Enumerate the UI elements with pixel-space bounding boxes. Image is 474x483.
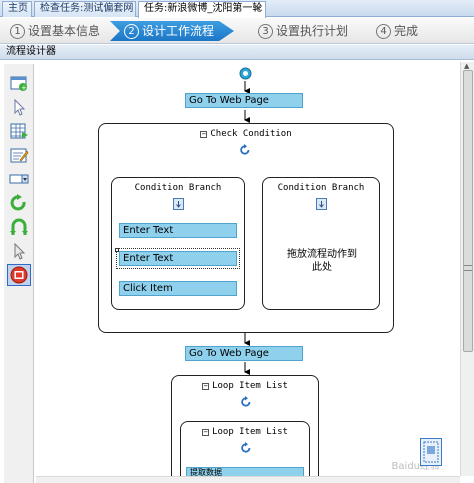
tab-home[interactable]: 主页 bbox=[2, 1, 32, 17]
extract-data-step[interactable]: 提取数据 bbox=[186, 467, 304, 476]
loop-title: −Loop Item List bbox=[172, 381, 318, 391]
tab-bar: 主页 检查任务:测试偏套网 任务:新浪微博_沈阳第一轮 × bbox=[0, 0, 474, 18]
loop-label: Loop Item List bbox=[212, 381, 288, 391]
collapse-icon[interactable]: − bbox=[200, 130, 208, 138]
go-to-web-page-step[interactable]: Go To Web Page bbox=[185, 93, 303, 108]
collapse-icon[interactable]: − bbox=[202, 382, 210, 390]
go-to-web-page-step[interactable]: Go To Web Page bbox=[185, 346, 303, 361]
click-item-step[interactable]: Click Item bbox=[119, 281, 237, 296]
svg-text:+: + bbox=[21, 84, 27, 92]
step-label: Go To Web Page bbox=[189, 348, 269, 359]
check-condition-label: Check Condition bbox=[210, 129, 292, 139]
extract-data-icon[interactable] bbox=[7, 120, 31, 142]
loop-icon[interactable] bbox=[7, 192, 31, 214]
drop-actions-hint: 拖放流程动作到 此处 bbox=[282, 248, 362, 274]
step-number: 3 bbox=[258, 24, 273, 39]
tab-close-icon[interactable]: × bbox=[253, 3, 262, 14]
drop-hint-line: 此处 bbox=[312, 262, 332, 273]
condition-icon[interactable] bbox=[7, 216, 31, 238]
step-number: 2 bbox=[124, 24, 139, 39]
enter-text-step[interactable]: Enter Text bbox=[119, 223, 237, 238]
step-label: Go To Web Page bbox=[189, 95, 269, 106]
flow-canvas[interactable]: Go To Web Page −Check Condition Conditio… bbox=[36, 62, 460, 476]
scroll-grip-icon bbox=[464, 265, 472, 271]
step-label: 设计工作流程 bbox=[142, 24, 215, 38]
tab-current-task-label: 任务:新浪微博_沈阳第一轮 bbox=[144, 3, 263, 14]
drop-hint-line: 拖放流程动作到 bbox=[287, 249, 357, 260]
toolbox: + bbox=[4, 64, 34, 483]
selection-handle[interactable] bbox=[115, 248, 119, 252]
enter-text-step-selected[interactable]: Enter Text bbox=[116, 248, 240, 269]
branch-condition-icon bbox=[316, 198, 327, 210]
step-label: 设置执行计划 bbox=[276, 24, 349, 38]
mouse-hover-icon[interactable] bbox=[7, 240, 31, 262]
step-label: Enter Text bbox=[123, 253, 174, 264]
navigator-icon bbox=[423, 441, 439, 463]
loop-item-list-inner-block[interactable]: −Loop Item List bbox=[180, 421, 310, 476]
branch-condition-icon bbox=[173, 198, 184, 210]
scroll-up-icon[interactable]: ▲ bbox=[464, 62, 470, 70]
horizontal-scrollbar[interactable] bbox=[36, 476, 460, 483]
panel-title: 流程设计器 bbox=[0, 45, 474, 60]
step-number: 4 bbox=[376, 24, 391, 39]
step-label: 设置基本信息 bbox=[28, 24, 101, 38]
pan-navigator[interactable] bbox=[420, 438, 442, 466]
branch-title: Condition Branch bbox=[277, 183, 365, 193]
refresh-icon bbox=[241, 396, 251, 407]
tab-current-task[interactable]: 任务:新浪微博_沈阳第一轮 × bbox=[138, 1, 266, 18]
select-dropdown-icon[interactable] bbox=[7, 168, 31, 190]
branch-title: Condition Branch bbox=[134, 183, 222, 193]
open-page-icon[interactable]: + bbox=[7, 72, 31, 94]
step-number: 1 bbox=[10, 24, 25, 39]
tab-check-task-label: 检查任务:测试偏套网 bbox=[40, 3, 134, 14]
step-label: 完成 bbox=[394, 24, 419, 38]
step-label: Enter Text bbox=[123, 225, 174, 236]
tab-check-task[interactable]: 检查任务:测试偏套网 bbox=[34, 1, 136, 17]
watermark-logo: Baidu经验 bbox=[391, 461, 440, 472]
click-pointer-icon[interactable] bbox=[7, 96, 31, 118]
collapse-icon[interactable]: − bbox=[202, 428, 210, 436]
check-condition-title: −Check Condition bbox=[99, 129, 393, 139]
scroll-thumb[interactable] bbox=[463, 70, 473, 352]
refresh-icon bbox=[240, 144, 250, 155]
step-label: 提取数据 bbox=[190, 468, 222, 476]
step-label: Click Item bbox=[123, 283, 173, 294]
start-node-icon bbox=[239, 67, 252, 80]
refresh-icon bbox=[241, 442, 251, 453]
loop-label: Loop Item List bbox=[212, 427, 288, 437]
vertical-scrollbar[interactable]: ▲ bbox=[460, 62, 474, 476]
tab-home-label: 主页 bbox=[8, 3, 28, 14]
condition-branch-right[interactable]: Condition Branch 拖放流程动作到 此处 bbox=[262, 177, 380, 310]
enter-text-icon[interactable] bbox=[7, 144, 31, 166]
loop-title: −Loop Item List bbox=[181, 427, 309, 437]
stop-icon[interactable] bbox=[7, 264, 31, 286]
